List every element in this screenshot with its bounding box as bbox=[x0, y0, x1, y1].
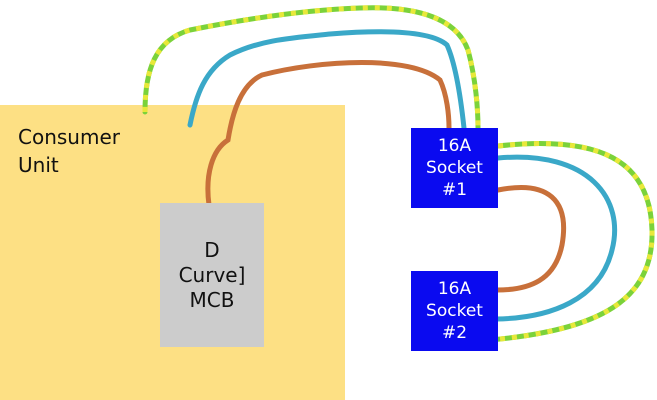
mcb-label-line1: D bbox=[204, 237, 220, 262]
socket-1-label-line1: 16A bbox=[437, 136, 472, 156]
socket-2: 16A Socket #2 bbox=[411, 271, 498, 351]
socket-2-label-line3: #2 bbox=[441, 323, 468, 343]
earth-wire-socket1-to-socket2 bbox=[487, 141, 655, 343]
socket-1: 16A Socket #1 bbox=[411, 128, 498, 208]
socket-1-label-line2: Socket bbox=[426, 158, 483, 178]
neutral-wire-socket1-to-socket2 bbox=[494, 154, 618, 322]
mcb-label-line3: MCB bbox=[189, 287, 235, 312]
consumer-unit-label-line1: Consumer bbox=[18, 125, 120, 149]
live-wire-socket1-to-socket2 bbox=[494, 184, 567, 293]
consumer-unit-label: Consumer Unit bbox=[18, 123, 120, 179]
mcb-breaker: D Curve] MCB bbox=[160, 203, 264, 347]
socket-1-label-line3: #1 bbox=[441, 180, 468, 200]
neutral-wire-cu-to-socket1 bbox=[187, 29, 467, 131]
consumer-unit-label-line2: Unit bbox=[18, 153, 59, 177]
socket-2-label-line1: 16A bbox=[437, 279, 472, 299]
socket-2-label-line2: Socket bbox=[426, 301, 483, 321]
earth-wire-cu-to-socket1 bbox=[142, 5, 481, 131]
live-wire-mcb-to-socket1 bbox=[205, 60, 452, 208]
mcb-label-line2: Curve] bbox=[178, 262, 246, 287]
